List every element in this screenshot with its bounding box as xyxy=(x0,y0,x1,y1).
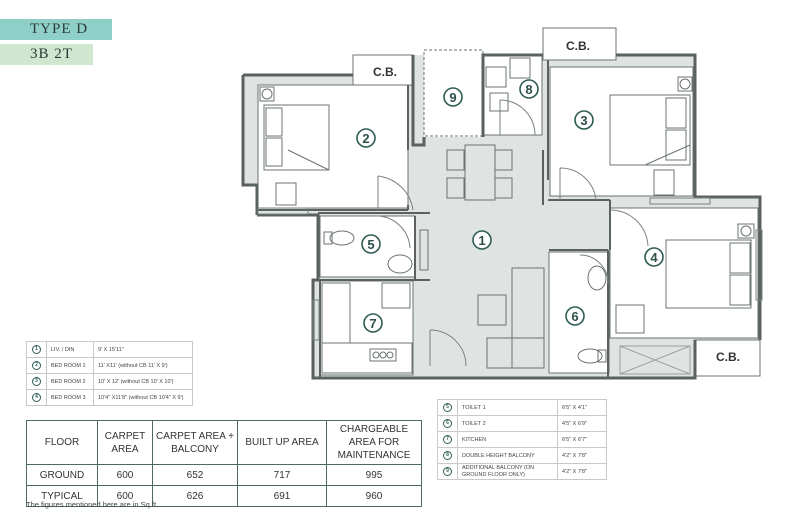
room-label-9: 9 xyxy=(449,90,456,105)
legend-number: 3 xyxy=(32,377,41,386)
legend-row: 1 LIV. / DIN 9' X 15'11" xyxy=(26,341,193,358)
room-label-8: 8 xyxy=(525,82,532,97)
legend-room-name: DOUBLE HEIGHT BALCONY xyxy=(457,447,558,464)
legend-room-name: TOILET 2 xyxy=(457,415,558,432)
room-legend-right: 5 TOILET 1 6'5" X 4'1" 6 TOILET 2 4'5" X… xyxy=(437,399,607,480)
legend-room-name: BED ROOM 2 xyxy=(46,373,94,390)
legend-number: 8 xyxy=(443,451,452,460)
legend-room-dim: 4'2" X 7'8" xyxy=(557,463,607,480)
area-header-carpet: CARPET AREA xyxy=(97,420,153,465)
type-badge: TYPE D xyxy=(0,19,112,40)
legend-row: 9 ADDITIONAL BALCONY (ON GROUND FLOOR ON… xyxy=(437,463,607,480)
legend-room-dim: 4'2" X 7'8" xyxy=(557,447,607,464)
cupboard-label-bed2: C.B. xyxy=(566,39,590,53)
legend-room-name: KITCHEN xyxy=(457,431,558,448)
room-label-1: 1 xyxy=(478,233,485,248)
legend-room-dim: 10'4" X11'8" (without CB 10'4" X 9') xyxy=(93,389,193,406)
legend-row: 7 KITCHEN 6'5" X 6'7" xyxy=(437,431,607,448)
room-marker-9 xyxy=(443,87,463,107)
units-note: The figures mentioned here are in Sq.ft. xyxy=(26,500,159,509)
table-row: TYPICAL 600 626 691 960 xyxy=(26,485,422,507)
room-label-6: 6 xyxy=(571,309,578,324)
legend-room-dim: 6'5" X 4'1" xyxy=(557,399,607,416)
legend-row: 2 BED ROOM 1 11' X11' (without CB 11' X … xyxy=(26,357,193,374)
legend-room-name: BED ROOM 1 xyxy=(46,357,94,374)
room-marker-1 xyxy=(472,230,492,250)
legend-row: 6 TOILET 2 4'5" X 6'9" xyxy=(437,415,607,432)
area-header-built-up: BUILT UP AREA xyxy=(237,420,327,465)
legend-room-dim: 6'5" X 6'7" xyxy=(557,431,607,448)
area-cell: 960 xyxy=(326,485,422,507)
room-label-7: 7 xyxy=(369,316,376,331)
legend-number: 9 xyxy=(443,467,452,476)
room-label-3: 3 xyxy=(580,113,587,128)
legend-room-name: TOILET 1 xyxy=(457,399,558,416)
area-cell: 995 xyxy=(326,464,422,486)
legend-room-dim: 9' X 15'11" xyxy=(93,341,193,358)
legend-row: 4 BED ROOM 3 10'4" X11'8" (without CB 10… xyxy=(26,389,193,406)
legend-row: 5 TOILET 1 6'5" X 4'1" xyxy=(437,399,607,416)
legend-row: 3 BED ROOM 2 10' X 12' (without CB 10' X… xyxy=(26,373,193,390)
room-label-5: 5 xyxy=(367,237,374,252)
legend-number: 7 xyxy=(443,435,452,444)
area-cell: 691 xyxy=(237,485,327,507)
room-label-2: 2 xyxy=(362,131,369,146)
room-marker-2 xyxy=(356,128,376,148)
legend-room-dim: 4'5" X 6'9" xyxy=(557,415,607,432)
area-header-carpet-balcony: CARPET AREA + BALCONY xyxy=(152,420,238,465)
area-cell: 717 xyxy=(237,464,327,486)
room-marker-4 xyxy=(644,247,664,267)
legend-room-name: LIV. / DIN xyxy=(46,341,94,358)
area-cell: 600 xyxy=(97,464,153,486)
legend-number: 1 xyxy=(32,345,41,354)
legend-number: 4 xyxy=(32,393,41,402)
legend-number: 2 xyxy=(32,361,41,370)
room-marker-3 xyxy=(574,110,594,130)
legend-number: 5 xyxy=(443,403,452,412)
cupboard-label-bed3: C.B. xyxy=(716,350,740,364)
area-cell: TYPICAL xyxy=(26,485,98,507)
legend-number: 6 xyxy=(443,419,452,428)
legend-room-name: BED ROOM 3 xyxy=(46,389,94,406)
legend-room-dim: 11' X11' (without CB 11' X 9') xyxy=(93,357,193,374)
room-marker-6 xyxy=(565,306,585,326)
legend-room-dim: 10' X 12' (without CB 10' X 10') xyxy=(93,373,193,390)
table-row: GROUND 600 652 717 995 xyxy=(26,464,422,486)
room-legend-left: 1 LIV. / DIN 9' X 15'11" 2 BED ROOM 1 11… xyxy=(26,341,193,406)
cupboard-label-bed1: C.B. xyxy=(373,65,397,79)
room-marker-7 xyxy=(363,313,383,333)
area-table: FLOOR CARPET AREA CARPET AREA + BALCONY … xyxy=(26,420,422,507)
area-header-chargeable: CHARGEABLE AREA FOR MAINTENANCE xyxy=(326,420,422,465)
legend-room-name: ADDITIONAL BALCONY (ON GROUND FLOOR ONLY… xyxy=(457,463,558,480)
area-cell: GROUND xyxy=(26,464,98,486)
room-marker-8 xyxy=(519,79,539,99)
area-header-floor: FLOOR xyxy=(26,420,98,465)
config-badge: 3B 2T xyxy=(0,44,93,65)
room-marker-5 xyxy=(361,234,381,254)
room-label-4: 4 xyxy=(650,250,658,265)
legend-row: 8 DOUBLE HEIGHT BALCONY 4'2" X 7'8" xyxy=(437,447,607,464)
area-cell: 652 xyxy=(152,464,238,486)
area-cell: 626 xyxy=(152,485,238,507)
